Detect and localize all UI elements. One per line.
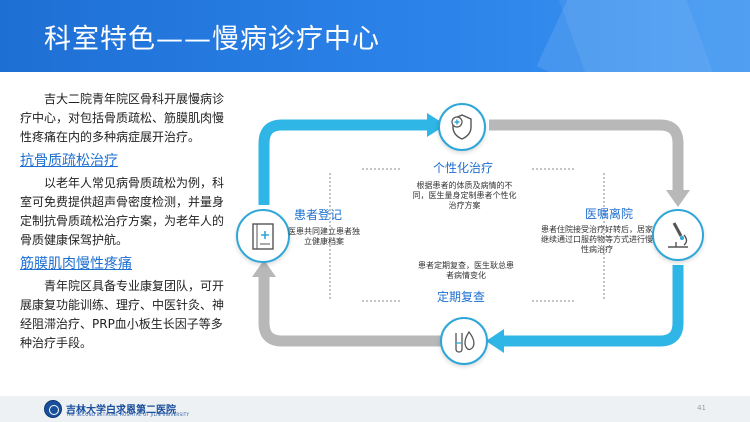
microscope-icon <box>668 222 688 248</box>
intro-paragraph: 吉大二院青年院区骨科开展慢病诊疗中心，对包括骨质疏松、筋膜肌肉慢性疼痛在内的多种… <box>20 92 225 144</box>
arrowhead-left <box>252 260 276 277</box>
left-text-column: 吉大二院青年院区骨科开展慢病诊疗中心，对包括骨质疏松、筋膜肌肉慢性疼痛在内的多种… <box>20 90 225 353</box>
section-text-chronic-pain: 青年院区具备专业康复团队，可开展康复功能训练、理疗、中医针灸、神经阻滞治疗、PR… <box>20 279 225 350</box>
desc-patient-registration: 医患共同建立患者独立健康档案 <box>288 227 360 246</box>
desc-regular-checkup: 患者定期复查，医生耿总患者病情变化 <box>418 261 514 280</box>
section-title-osteoporosis: 抗骨质疏松治疗 <box>20 153 118 169</box>
arrowhead-top <box>427 113 446 137</box>
medical-record-icon <box>252 223 274 250</box>
page-title: 科室特色——慢病诊疗中心 <box>44 24 380 55</box>
arrow-bottom-to-left <box>258 277 444 347</box>
arrow-right-to-bottom <box>504 265 684 347</box>
hospital-logo-icon <box>44 400 62 418</box>
node-discharge <box>652 209 704 261</box>
node-personalized-treatment <box>438 103 486 151</box>
title-regular-checkup: 定期复查 <box>437 290 486 304</box>
lab-flask-icon <box>455 330 475 353</box>
hospital-name-en: THE SECOND BETHUNE HOSPITAL OF JILIN UNI… <box>66 412 190 417</box>
title-patient-registration: 患者登记 <box>294 208 343 222</box>
treatment-cycle-diagram: 个性化治疗 根据患者的体质及病情的不同，医生量身定制患者个性化治疗方案 医嘱离院… <box>222 95 712 375</box>
footer-bar: 吉林大学白求恩第二医院 THE SECOND BETHUNE HOSPITAL … <box>0 396 750 422</box>
arrowhead-bottom <box>486 329 504 353</box>
cycle-arrows <box>252 113 690 353</box>
desc-discharge: 患者住院接受治疗好转后，居家继续通过口服药物等方式进行慢性病治疗 <box>541 225 653 254</box>
inner-dotted-frame <box>329 168 605 302</box>
title-personalized-treatment: 个性化治疗 <box>433 161 494 175</box>
page-number: 41 <box>697 404 706 412</box>
header-banner: 科室特色——慢病诊疗中心 <box>0 0 750 72</box>
title-discharge: 医嘱离院 <box>585 207 634 221</box>
arrow-top-to-right <box>489 119 684 190</box>
hospital-name: 吉林大学白求恩第二医院 <box>66 405 176 416</box>
section-title-chronic-pain: 筋膜肌肉慢性疼痛 <box>20 256 132 272</box>
node-patient-registration <box>236 209 290 263</box>
shield-plus-icon <box>451 114 472 140</box>
desc-personalized-treatment: 根据患者的体质及病情的不同，医生量身定制患者个性化治疗方案 <box>412 181 517 210</box>
arrow-left-to-top <box>258 119 427 205</box>
section-text-osteoporosis: 以老年人常见病骨质疏松为例，科室可免费提供超声骨密度检测，并量身定制抗骨质疏松治… <box>20 176 225 247</box>
arrowhead-right <box>666 190 690 207</box>
node-regular-checkup <box>440 317 488 365</box>
